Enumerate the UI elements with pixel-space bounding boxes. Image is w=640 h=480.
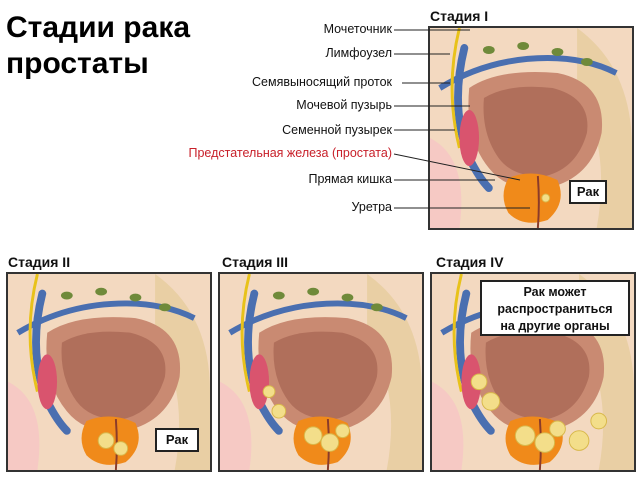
nerve [28, 274, 39, 392]
lymph-node [159, 303, 171, 312]
cancer-cluster [113, 441, 129, 456]
nerve [450, 28, 461, 149]
cancer-cluster [549, 420, 566, 438]
label-rectum: Прямая кишка [308, 172, 392, 186]
cancer-cluster [470, 373, 488, 391]
cancer-cluster [335, 423, 350, 439]
anatomy-drawing [220, 274, 422, 470]
ureter [16, 300, 196, 336]
page-title: Стадии рака простаты [6, 10, 190, 82]
page-title-line2: простаты [6, 47, 149, 80]
page-title-line1: Стадии рака [6, 11, 191, 44]
ureter [438, 54, 618, 91]
stage-3-title: Стадия III [222, 254, 288, 270]
nerve [452, 274, 463, 392]
ureter [228, 300, 408, 336]
pubic-area [432, 381, 464, 470]
pubic-area [8, 381, 40, 470]
cancer-cluster [534, 432, 556, 453]
bladder-inner [273, 331, 378, 420]
lymph-node [60, 291, 73, 300]
cancer-cluster [271, 403, 287, 419]
stage-1-illustration [428, 26, 634, 230]
anatomy-drawing [8, 274, 210, 470]
stage-4-tag-line1: Рак может [523, 285, 587, 299]
seminal-vesicle [459, 110, 480, 166]
cancer-cluster [568, 430, 590, 451]
label-bladder: Мочевой пузырь [296, 98, 392, 112]
cancer-cluster [320, 433, 340, 452]
stage-1-cancer-tag: Рак [569, 180, 607, 204]
lymph-node [482, 46, 495, 54]
stage-3-illustration [218, 272, 424, 472]
cancer-cluster [514, 425, 536, 446]
lymph-node [581, 58, 593, 66]
urethra [536, 175, 540, 228]
prostate [503, 173, 561, 223]
cancer-cluster [590, 412, 608, 430]
stage-4-title: Стадия IV [436, 254, 504, 270]
label-seminal-vesicle: Семенной пузырек [282, 123, 392, 137]
lymph-node [551, 48, 564, 56]
rectum-wall [155, 274, 210, 470]
seminal-vesicle [249, 354, 270, 410]
cancer-cluster [262, 385, 276, 398]
label-ureter: Мочеточник [323, 22, 392, 36]
anatomy-labels: Мочеточник Лимфоузел Семявыносящий прото… [92, 22, 392, 222]
label-urethra: Уретра [351, 200, 393, 214]
lymph-node [371, 303, 383, 312]
pubic-area [220, 381, 252, 470]
lymph-node [272, 291, 285, 300]
lymph-node [307, 287, 320, 296]
stage-2-cancer-tag: Рак [155, 428, 199, 452]
lymph-node [517, 42, 530, 50]
lymph-node [341, 293, 354, 302]
label-prostate: Предстательная железа (простата) [188, 146, 392, 160]
cancer-cluster [303, 426, 323, 446]
cancer-cluster [541, 193, 551, 203]
bladder-inner [485, 331, 590, 420]
rectum-wall [577, 28, 632, 228]
rectum-wall [367, 274, 422, 470]
lymph-node [129, 293, 142, 302]
cancer-cluster [97, 432, 115, 449]
stage-4-tag-line3: на другие органы [500, 319, 610, 333]
label-vas-deferens: Семявыносящий проток [252, 75, 392, 89]
seminal-vesicle [37, 354, 58, 410]
stage-1-title: Стадия I [430, 8, 489, 24]
label-lymph-node: Лимфоузел [325, 46, 392, 60]
stage-4-spread-tag: Рак может распространиться на другие орг… [480, 280, 630, 336]
nerve [240, 274, 251, 392]
cancer-cluster [481, 392, 501, 411]
bladder-inner [61, 331, 166, 420]
stage-4-tag-line2: распространиться [497, 302, 613, 316]
stage-2-title: Стадия II [8, 254, 71, 270]
lymph-node [95, 287, 108, 296]
